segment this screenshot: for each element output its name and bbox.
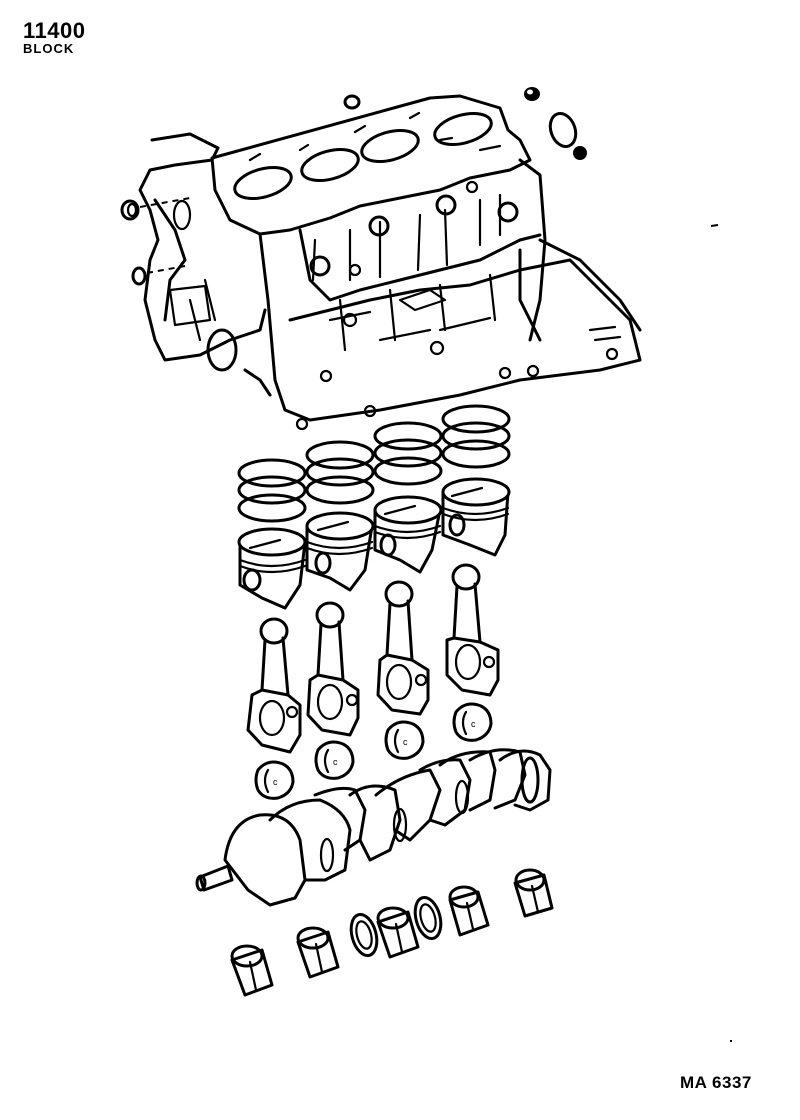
piston-ring-sets — [237, 404, 511, 523]
illustration-id: MA 6337 — [680, 1073, 752, 1092]
piston-ring-set-1 — [237, 458, 307, 523]
piston-ring-set-3 — [373, 421, 443, 486]
piston-1 — [237, 527, 307, 610]
rod-bearing-2: c — [314, 740, 355, 780]
plug-top-right — [524, 87, 540, 101]
main-bearing-4 — [448, 885, 490, 937]
thrust-washer-2 — [413, 895, 443, 941]
main-bearing-3-center — [376, 906, 420, 959]
main-bearings — [230, 868, 554, 997]
plug-left-upper — [120, 197, 191, 221]
plug-right — [573, 146, 587, 160]
rod-bearing-4: c — [452, 702, 493, 742]
connecting-rods — [246, 563, 500, 754]
main-bearing-1 — [230, 944, 274, 997]
registration-mark — [710, 224, 719, 227]
svg-text:c: c — [471, 719, 476, 729]
connecting-rod-3 — [376, 580, 430, 716]
connecting-rod-1 — [246, 617, 302, 754]
rod-bearing-1: c — [254, 760, 295, 800]
connecting-rod-2 — [306, 601, 360, 737]
main-bearing-5 — [513, 868, 554, 918]
piston-2 — [305, 511, 375, 592]
plug-left-lower — [131, 265, 186, 286]
rod-bearings: c c c c — [254, 702, 493, 800]
piston-4 — [441, 477, 511, 557]
svg-text:c: c — [273, 777, 278, 787]
plug-top-left — [343, 94, 361, 110]
piston-ring-set-2 — [305, 440, 375, 505]
expansion-plug — [548, 112, 578, 148]
connecting-rod-4 — [445, 563, 500, 697]
pistons — [237, 477, 511, 610]
crankshaft — [195, 748, 552, 907]
piston-ring-set-4 — [441, 404, 511, 469]
section-code: 11400 — [23, 18, 86, 43]
svg-text:c: c — [403, 737, 408, 747]
piston-3 — [373, 495, 443, 574]
cylinder-block — [138, 94, 642, 431]
section-name: BLOCK — [23, 41, 75, 56]
thrust-washer-1 — [349, 912, 379, 958]
main-bearing-2 — [296, 926, 340, 979]
svg-text:c: c — [333, 757, 338, 767]
rod-bearing-3: c — [384, 720, 425, 760]
